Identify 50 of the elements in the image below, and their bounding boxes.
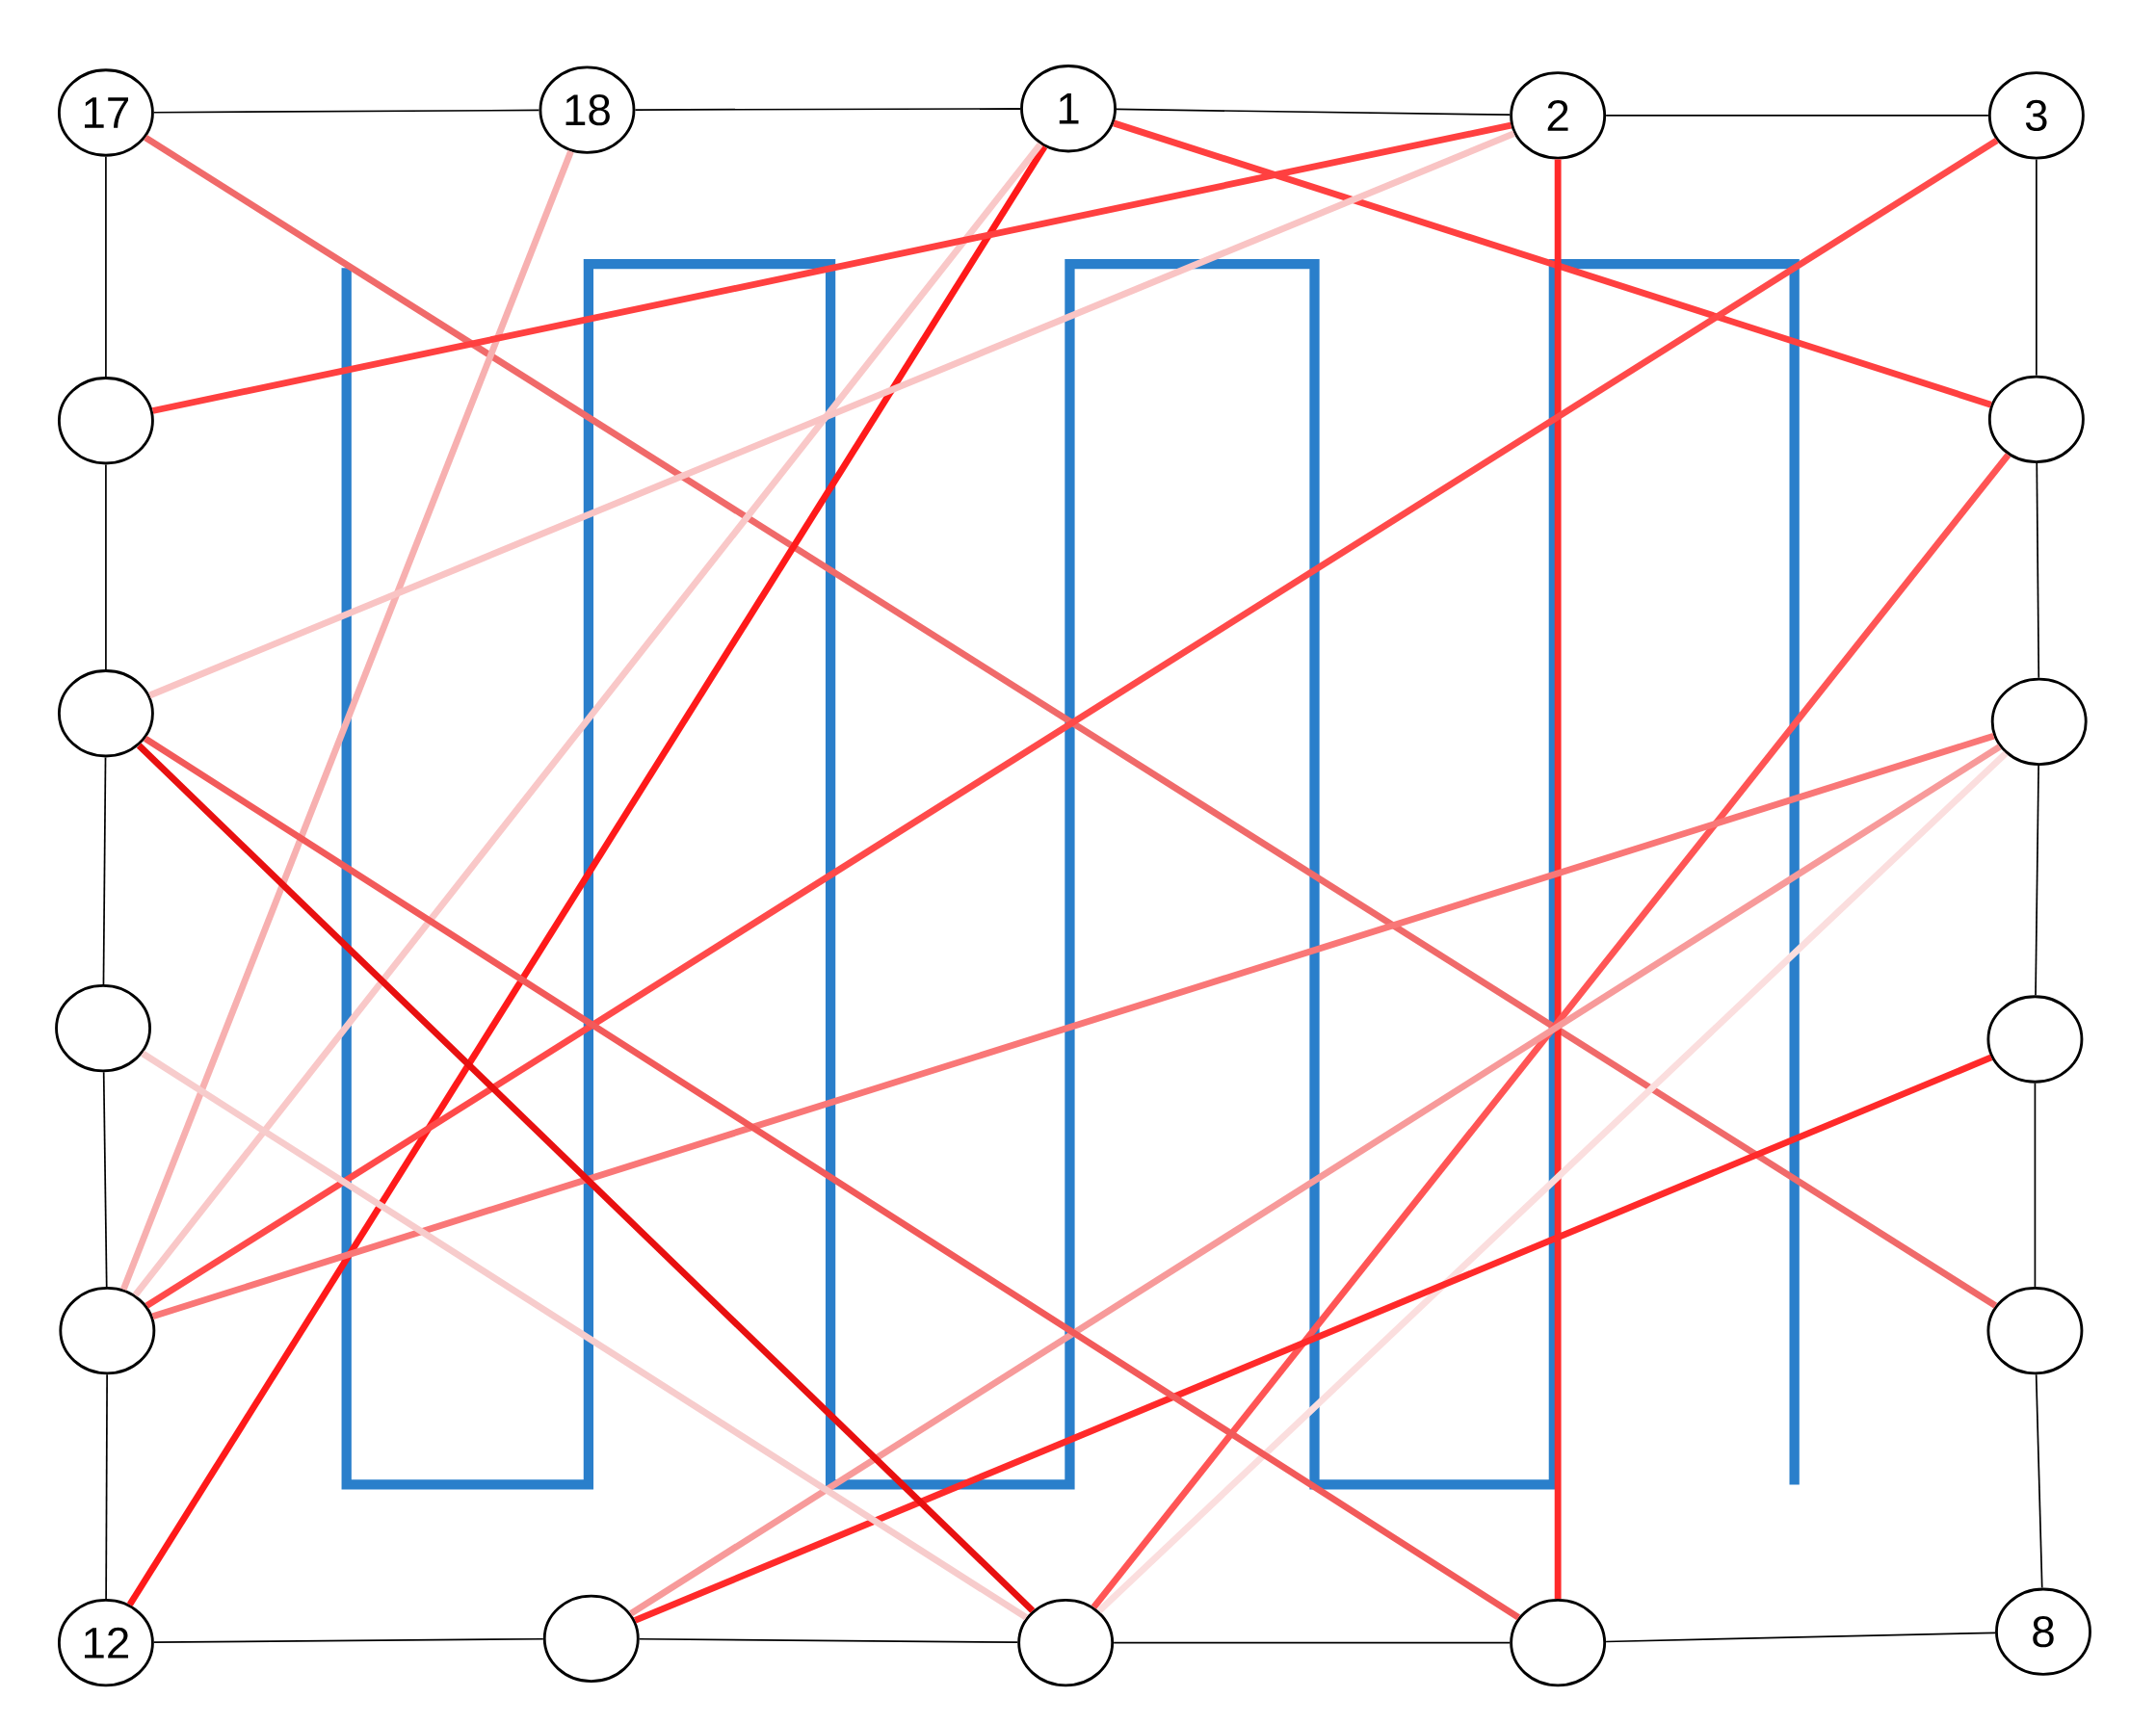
connection-line [151,733,1995,1320]
border-line [2034,1082,2037,1288]
empty-node [1986,995,2084,1084]
empty-node [57,377,154,465]
connection-line [136,743,1036,1613]
border-line [1605,1632,1996,1643]
border-line [2035,1373,2043,1589]
border-line [638,1638,1019,1644]
connection-line [633,1054,1993,1624]
connection-line [148,130,1515,699]
connection-line [628,744,2002,1617]
numbered-node: 8 [1995,1587,2091,1676]
connection-line [151,121,1512,414]
connection-line [1113,119,1992,408]
connection-line [141,1050,1029,1621]
connection-line [126,144,1048,1606]
empty-node [57,669,154,758]
numbered-node: 1 [1020,65,1117,153]
empty-node [1986,1287,2084,1375]
border-line [102,1071,108,1288]
border-line [2036,158,2038,377]
border-line [105,463,107,670]
connection-line [144,736,1521,1621]
numbered-node: 12 [57,1599,154,1687]
empty-node [55,984,151,1073]
border-line [2036,462,2040,679]
border-line [1116,108,1512,117]
numbered-node: 3 [1987,71,2085,160]
border-line [105,1373,108,1600]
border-line [2035,765,2039,997]
border-line [1113,1641,1512,1644]
empty-node [1017,1599,1115,1687]
border-line [153,109,540,114]
border-line [153,1637,544,1644]
empty-node [1987,375,2085,464]
connection-line [132,142,1043,1297]
border-line [105,155,107,378]
empty-node [59,1287,156,1375]
empty-node [1510,1599,1607,1687]
connection-line [1091,453,2011,1609]
numbered-node: 17 [57,68,154,157]
connection-line [1096,750,2009,1614]
border-line [102,756,107,985]
numbered-node: 2 [1510,71,1607,160]
numbered-node: 18 [539,65,636,154]
connection-line [120,149,574,1291]
empty-node [1990,677,2088,767]
border-line [634,108,1021,111]
empty-node [542,1594,640,1684]
border-line [1605,115,1989,117]
